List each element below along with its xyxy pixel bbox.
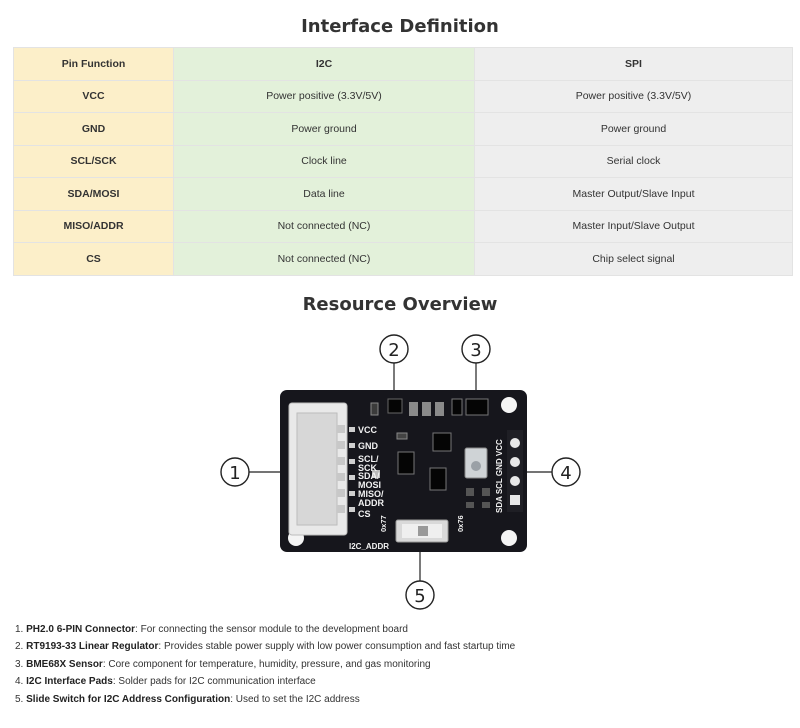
callout-number-3: 3 (470, 340, 481, 361)
callout-number-4: 4 (560, 463, 571, 484)
callout-circle-2 (379, 334, 409, 364)
callout-circle-3 (461, 334, 491, 364)
callout-circle-5 (405, 580, 435, 610)
cell-i2c: Power ground (173, 112, 475, 146)
sensor-board: VCC GND SCL/ SCK SDA/ MOSI MISO/ ADDR CS… (280, 390, 527, 552)
callout-number-1: 1 (229, 463, 240, 484)
header-spi: SPI (474, 47, 793, 81)
cell-pin: GND (13, 112, 174, 146)
heading-interface-definition: Interface Definition (301, 16, 499, 37)
pin-label-sck: SCK (358, 463, 378, 473)
resource-list: 1. PH2.0 6-PIN Connector: For connecting… (0, 621, 515, 708)
pin-label-cs: CS (358, 509, 371, 519)
callout-number-2: 2 (388, 340, 399, 361)
pin-label-vcc: VCC (358, 425, 378, 435)
list-item: 3. BME68X Sensor: Core component for tem… (15, 658, 431, 670)
table-row: CS Not connected (NC) Chip select signal (13, 242, 793, 276)
mount-hole-top (501, 397, 517, 413)
cell-pin: VCC (13, 79, 174, 113)
cell-i2c: Not connected (NC) (173, 209, 475, 243)
cell-pin: CS (13, 242, 174, 276)
cell-i2c: Power positive (3.3V/5V) (173, 79, 475, 113)
pin-label-scl: SCL/ (358, 454, 379, 464)
ph2-connector (288, 402, 348, 536)
callout-circle-1 (220, 457, 250, 487)
pad-labels: SDA SCL GND VCC (495, 439, 504, 513)
board-illustration: VCC GND SCL/ SCK SDA/ MOSI MISO/ ADDR CS… (220, 334, 581, 610)
header-i2c: I2C (173, 47, 475, 81)
callouts (220, 334, 581, 610)
pin-label-addr: ADDR (358, 498, 384, 508)
list-item: 2. RT9193-33 Linear Regulator: Provides … (15, 641, 516, 653)
list-item: 5. Slide Switch for I2C Address Configur… (15, 693, 360, 705)
i2c-interface-pads (507, 430, 523, 512)
cell-pin: SDA/MOSI (13, 177, 174, 211)
address-slide-switch (395, 519, 449, 543)
table-row: SCL/SCK Clock line Serial clock (13, 144, 793, 178)
mount-hole-bottom (501, 530, 517, 546)
pin-label-mosi: MOSI (358, 480, 381, 490)
table-row: MISO/ADDR Not connected (NC) Master Inpu… (13, 209, 793, 243)
callout-number-5: 5 (414, 586, 425, 607)
smd-components (370, 398, 490, 508)
cell-spi: Power ground (474, 112, 793, 146)
switch-label: I2C_ADDR (349, 542, 389, 551)
table-row: GND Power ground Power ground (13, 112, 793, 146)
cell-i2c: Clock line (173, 144, 475, 178)
cell-spi: Master Input/Slave Output (474, 209, 793, 243)
pin-label-miso: MISO/ (358, 489, 384, 499)
table-header-row: Pin Function I2C SPI (13, 47, 793, 81)
pin-definition-table: Pin Function I2C SPI VCC Power positive … (13, 47, 793, 276)
regulator-chip (387, 398, 403, 414)
cell-i2c: Not connected (NC) (173, 242, 475, 276)
address-label-a: 0x77 (379, 515, 388, 532)
heading-resource-overview: Resource Overview (302, 294, 498, 315)
list-item: 1. PH2.0 6-PIN Connector: For connecting… (15, 624, 408, 635)
cell-pin: MISO/ADDR (13, 209, 174, 243)
address-label-b: 0x76 (456, 515, 465, 532)
callout-circle-4 (551, 457, 581, 487)
cell-spi: Chip select signal (474, 242, 793, 276)
cell-pin: SCL/SCK (13, 144, 174, 178)
list-item: 4. I2C Interface Pads: Solder pads for I… (15, 676, 316, 688)
pin-label-gnd: GND (358, 441, 379, 451)
silkscreen-labels: VCC GND SCL/ SCK SDA/ MOSI MISO/ ADDR CS… (349, 425, 504, 551)
pin-label-sda: SDA/ (358, 471, 380, 481)
